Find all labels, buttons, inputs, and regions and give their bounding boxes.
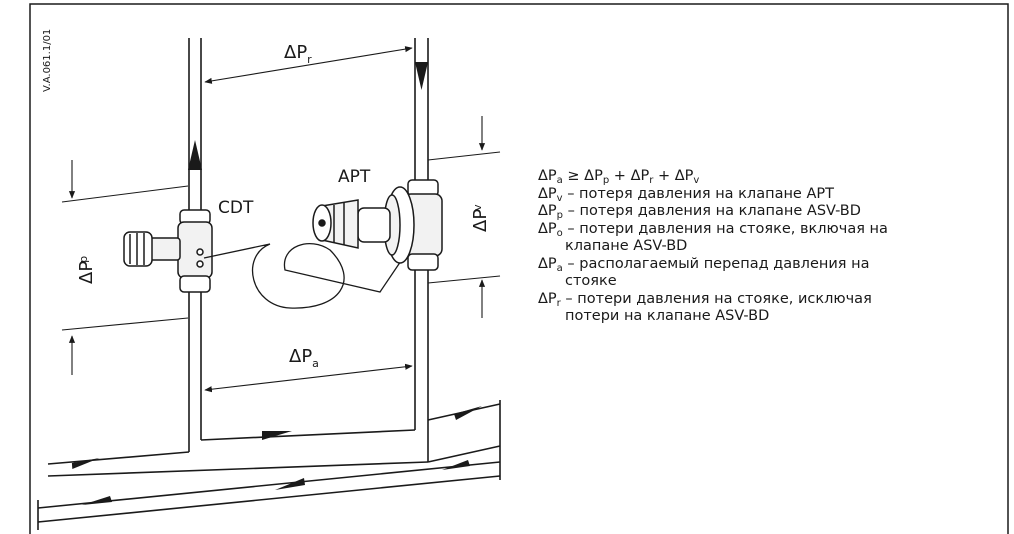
legend-item-dp-v: ΔPv – потеря давления на клапане APT [538, 185, 834, 204]
flow-arrow-5 [82, 496, 112, 505]
flow-arrows [71, 406, 482, 505]
frame-border [29, 3, 1009, 534]
flow-arrow-1 [71, 458, 100, 469]
dp-p-label: ΔPp [76, 256, 97, 284]
legend-item-dp-p: ΔPp – потеря давления на клапане ASV-BD [538, 203, 861, 221]
legend-equation: ΔPa ≥ ΔPp + ΔPr + ΔPv [538, 168, 700, 186]
horizontal-pipes [37, 400, 501, 530]
left-riser-pipe [188, 38, 202, 452]
flow-arrow-2 [262, 431, 292, 440]
flow-arrow-4 [275, 478, 305, 490]
cdt-valve [123, 209, 213, 293]
apt-valve [312, 179, 443, 271]
legend: ΔPa ≥ ΔPp + ΔPr + ΔPv ΔPv – потеря давле… [538, 168, 978, 326]
apt-label: APT [338, 167, 371, 187]
right-riser-down-arrow [415, 62, 428, 90]
legend-item-dp-a: ΔPa – располагаемый перепад давления на … [538, 255, 870, 290]
capillary-tube [203, 242, 406, 309]
dp-v-dimension [427, 116, 501, 318]
dp-a-dimension [204, 363, 413, 393]
dp-r-label: ΔPr [284, 42, 312, 66]
left-riser-up-arrow [188, 140, 202, 170]
flow-arrow-6 [442, 460, 470, 470]
legend-item-dp-r: ΔPr – потери давления на стояке, исключа… [538, 290, 872, 325]
cdt-label: CDT [218, 198, 254, 218]
dp-p-dimension [61, 160, 189, 375]
figure-code: V.A.061.1/01 [42, 29, 53, 92]
dp-r-dimension [204, 46, 413, 84]
flow-arrow-3 [454, 406, 482, 420]
legend-item-dp-o: ΔPo – потери давления на стояке, включая… [538, 220, 888, 255]
dp-v-label: ΔPv [470, 204, 491, 232]
dp-a-label: ΔPa [289, 346, 319, 370]
